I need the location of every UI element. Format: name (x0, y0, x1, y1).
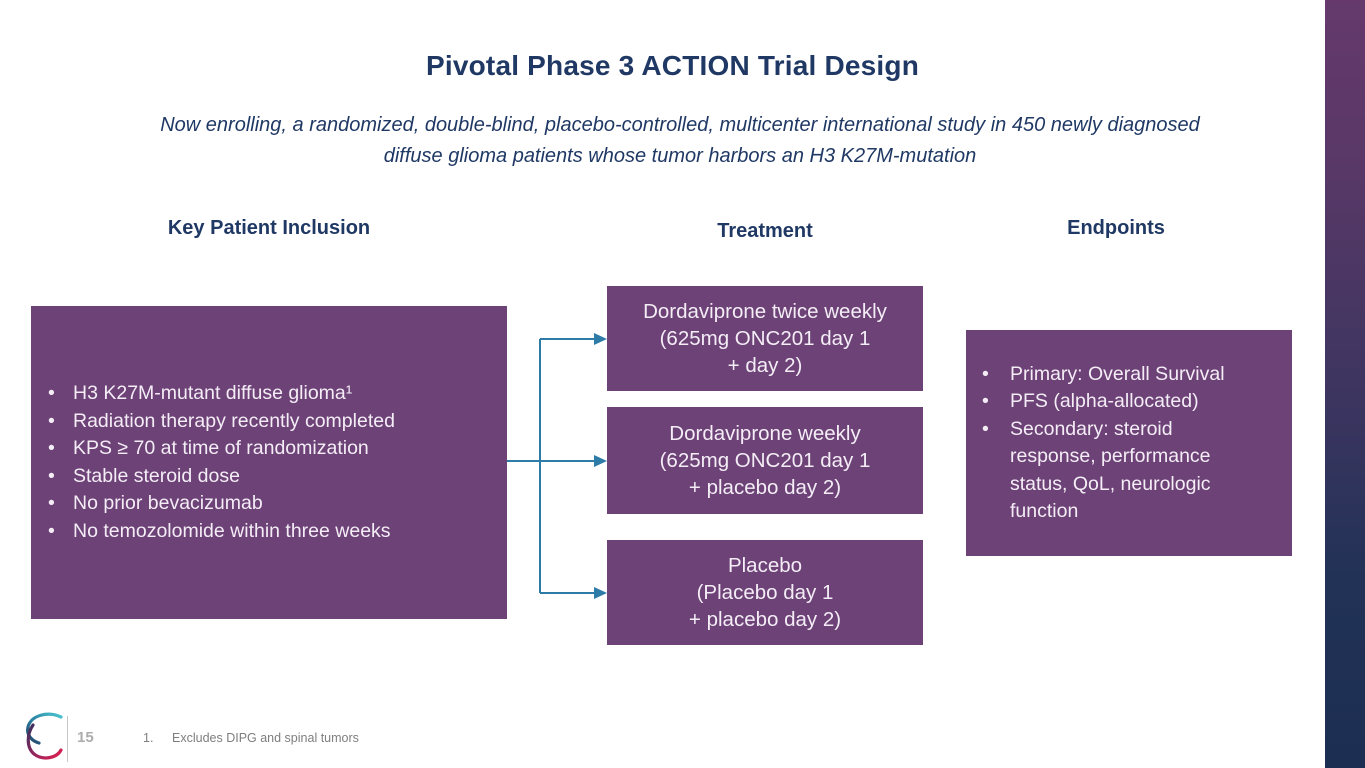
column-header-treatment: Treatment (717, 220, 813, 242)
list-item: No prior bevacizumab (48, 490, 395, 518)
arrowhead-2 (594, 455, 607, 467)
arm-line: Placebo (727, 554, 803, 577)
company-swoosh-logo-icon (26, 712, 63, 760)
arm-line: + day 2) (727, 354, 803, 377)
page-number: 15 (77, 729, 94, 746)
treatment-arm-box-placebo: Placebo (Placebo day 1 + placebo day 2) (607, 540, 923, 645)
column-header-endpoints: Endpoints (1067, 217, 1165, 239)
endpoints-list: Primary: Overall Survival PFS (alpha-all… (966, 361, 1292, 526)
subtitle-line-1: Now enrolling, a randomized, double-blin… (160, 114, 1200, 136)
flow-arrows (507, 333, 607, 599)
list-item: Primary: Overall Survival (982, 361, 1250, 389)
arm-line: + placebo day 2) (688, 608, 842, 631)
treatment-arm-box-twice-weekly: Dordaviprone twice weekly (625mg ONC201 … (607, 286, 923, 391)
footnote-number: 1. (143, 731, 154, 745)
column-header-key-patient-inclusion: Key Patient Inclusion (167, 217, 371, 239)
slide-subtitle: Now enrolling, a randomized, double-blin… (0, 110, 1360, 172)
list-item: KPS ≥ 70 at time of randomization (48, 435, 395, 463)
inclusion-criteria-box: H3 K27M-mutant diffuse glioma¹ Radiation… (31, 306, 507, 619)
inclusion-criteria-list: H3 K27M-mutant diffuse glioma¹ Radiation… (31, 380, 395, 545)
list-item: Secondary: steroid response, performance… (982, 416, 1250, 526)
arm-line: (Placebo day 1 (696, 581, 834, 604)
footnote-text: Excludes DIPG and spinal tumors (172, 731, 359, 745)
list-item: Stable steroid dose (48, 463, 395, 491)
arm-line: Dordaviprone weekly (669, 422, 861, 445)
treatment-arm-box-weekly: Dordaviprone weekly (625mg ONC201 day 1 … (607, 407, 923, 514)
arm-line: + placebo day 2) (688, 476, 842, 499)
arm-line: Dordaviprone twice weekly (643, 300, 887, 323)
slide-title: Pivotal Phase 3 ACTION Trial Design (426, 50, 919, 81)
footer-divider (67, 716, 68, 762)
right-accent-bar (1325, 0, 1365, 768)
arrowhead-1 (594, 333, 607, 345)
arm-line: (625mg ONC201 day 1 (659, 449, 871, 472)
list-item: Radiation therapy recently completed (48, 408, 395, 436)
endpoints-box: Primary: Overall Survival PFS (alpha-all… (966, 330, 1292, 556)
arrowhead-3 (594, 587, 607, 599)
subtitle-line-2: diffuse glioma patients whose tumor harb… (383, 145, 977, 167)
list-item: No temozolomide within three weeks (48, 518, 395, 546)
list-item: H3 K27M-mutant diffuse glioma¹ (48, 380, 395, 408)
list-item: PFS (alpha-allocated) (982, 388, 1250, 416)
arm-line: (625mg ONC201 day 1 (659, 327, 871, 350)
